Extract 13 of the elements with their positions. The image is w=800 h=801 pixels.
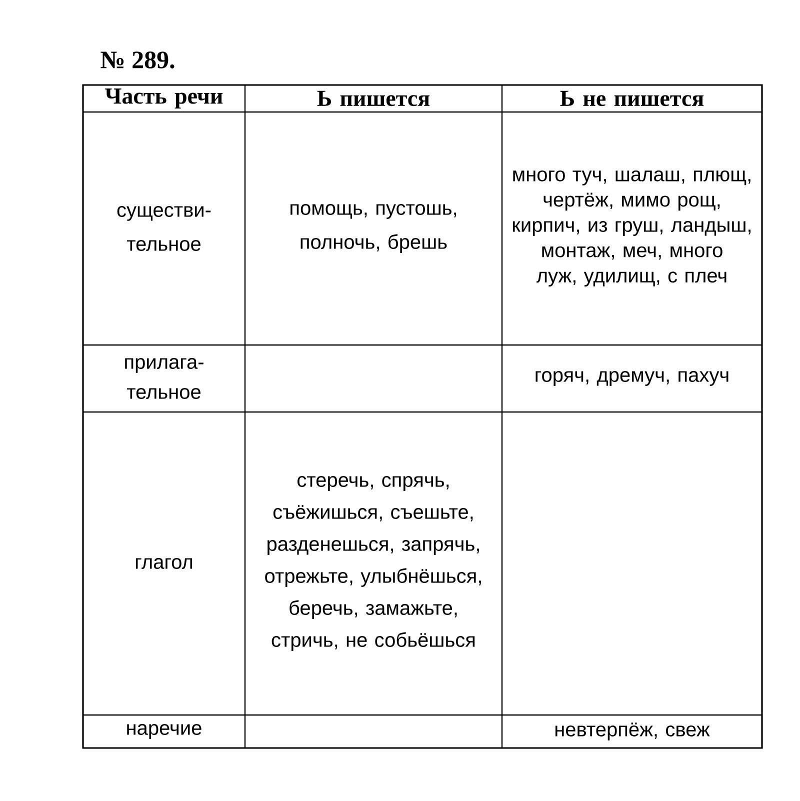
table-cell: наречие — [127, 724, 202, 739]
title: № 289. — [100, 52, 174, 68]
table-cell: прилага- тельное — [125, 358, 204, 399]
table-cell: много туч, шалаш, плющ, чертёж, мимо рощ, кирпич, из груш, ландыш, монтаж, меч, много луж, удилищ, с плеч — [513, 170, 751, 287]
table-cell: горяч, дремуч, пахуч — [536, 371, 728, 386]
header-cell: Ь пишется — [317, 90, 430, 106]
header-cell: Ь не пишется — [560, 90, 704, 106]
table-cell: невтерпёж, свеж — [556, 722, 710, 740]
table-cell: стеречь, спрячь, съёжишься, съешьте, разденешься, запрячь, отрежьте, улыбнёшься, беречь, замажьте, стричь, не собьёшься — [265, 476, 481, 651]
table-cell: глагол — [136, 558, 192, 569]
table-cell: помощь, пустошь, полночь, брешь — [290, 204, 456, 253]
table-cell: существи- тельное — [117, 206, 211, 251]
header-cell: Часть речи — [105, 88, 223, 108]
